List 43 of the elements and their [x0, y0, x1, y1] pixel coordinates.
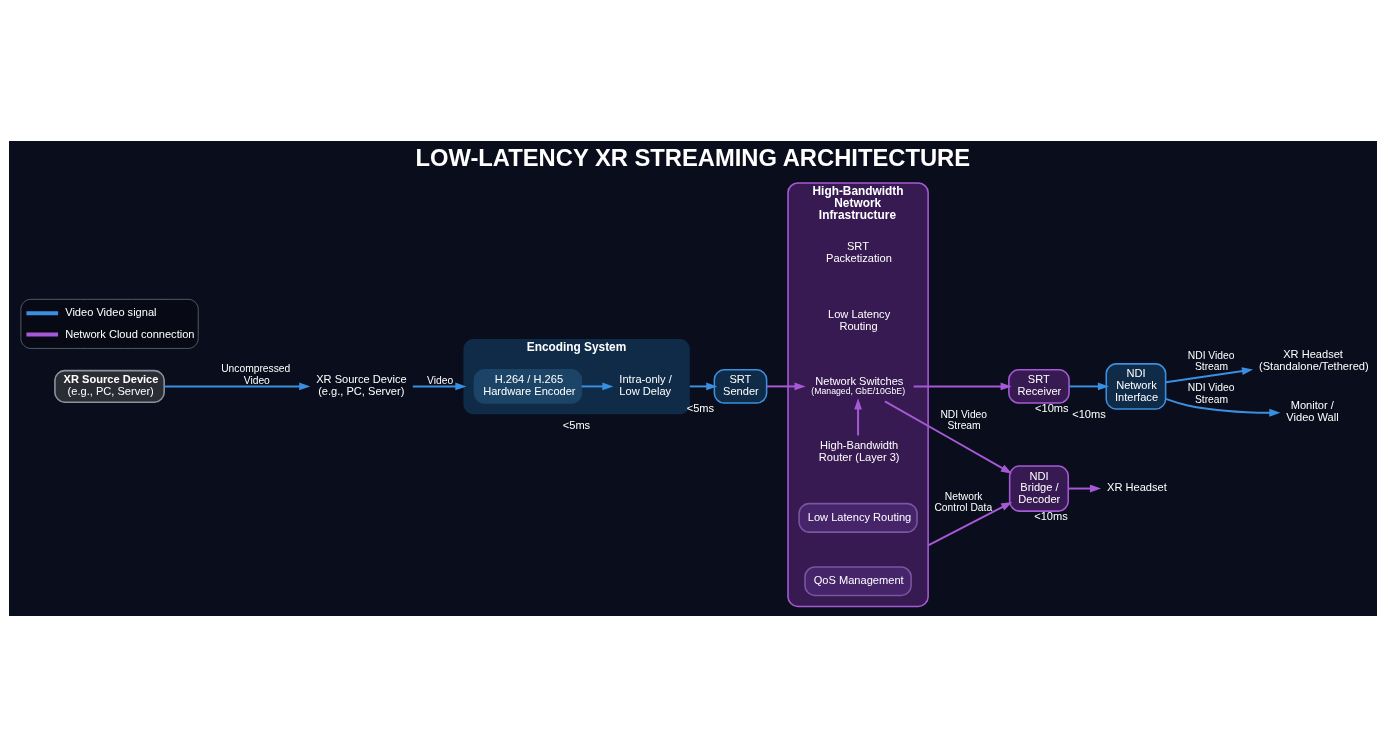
node-box: NDI Network Interface [1105, 362, 1167, 410]
node-text: High-Bandwidth Router (Layer 3) [818, 438, 900, 463]
arrow [1164, 397, 1281, 417]
diagram-title: LOW-LATENCY XR STREAMING ARCHITECTURE [415, 143, 971, 171]
arrow [580, 382, 614, 390]
arrow [163, 382, 311, 390]
node-label: <5ms [562, 418, 591, 431]
node-label: <10ms [1034, 509, 1068, 522]
edge-label: Network Control Data [934, 490, 993, 513]
label: SRT Packetization [826, 239, 892, 263]
node-box: H.264 / H.265 Hardware Encoder [473, 368, 583, 404]
edge-label: Uncompressed Video [221, 362, 291, 386]
node-text: XR Source Device (e.g., PC, Server) [316, 372, 407, 397]
arrow [927, 501, 1013, 546]
node-box: SRT Sender [713, 368, 768, 404]
edge-label: NDI Video Stream [940, 408, 988, 431]
arrow [1164, 366, 1254, 383]
node-text: Network Switches (Managed, GbE/10GbE) [811, 374, 906, 396]
node-box: QoS Management [804, 565, 912, 596]
node-box: SRT Receiver [1008, 368, 1070, 404]
node-text: XR Headset [1107, 480, 1167, 493]
node-label: <10ms [1072, 407, 1106, 420]
legend-label: Video Video signal [65, 305, 157, 318]
node-box: Low Latency Routing [798, 502, 918, 533]
arrow [912, 382, 1012, 390]
node-text: Monitor / Video Wall [1286, 398, 1339, 423]
legend-label: Network Cloud connection [65, 326, 195, 339]
arrow [765, 382, 806, 390]
arrow [688, 382, 718, 390]
node-label: <10ms [1035, 401, 1069, 414]
node-box: XR Source Device (e.g., PC, Server) [54, 369, 165, 403]
arrow [883, 399, 1012, 474]
arrow [1067, 484, 1102, 492]
node-box: NDI Bridge / Decoder [1008, 464, 1070, 512]
edge-label: Video [427, 374, 454, 386]
node-text: Intra-only / Low Delay [619, 372, 672, 397]
label: Low Latency Routing [827, 307, 891, 332]
node-text: XR Headset (Standalone/Tethered) [1259, 347, 1369, 372]
arrow [854, 397, 862, 436]
edge-label: NDI Video Stream [1187, 381, 1235, 405]
edge-label: NDI Video Stream [1187, 349, 1235, 372]
arrow [411, 382, 467, 390]
arrow [1068, 382, 1109, 390]
